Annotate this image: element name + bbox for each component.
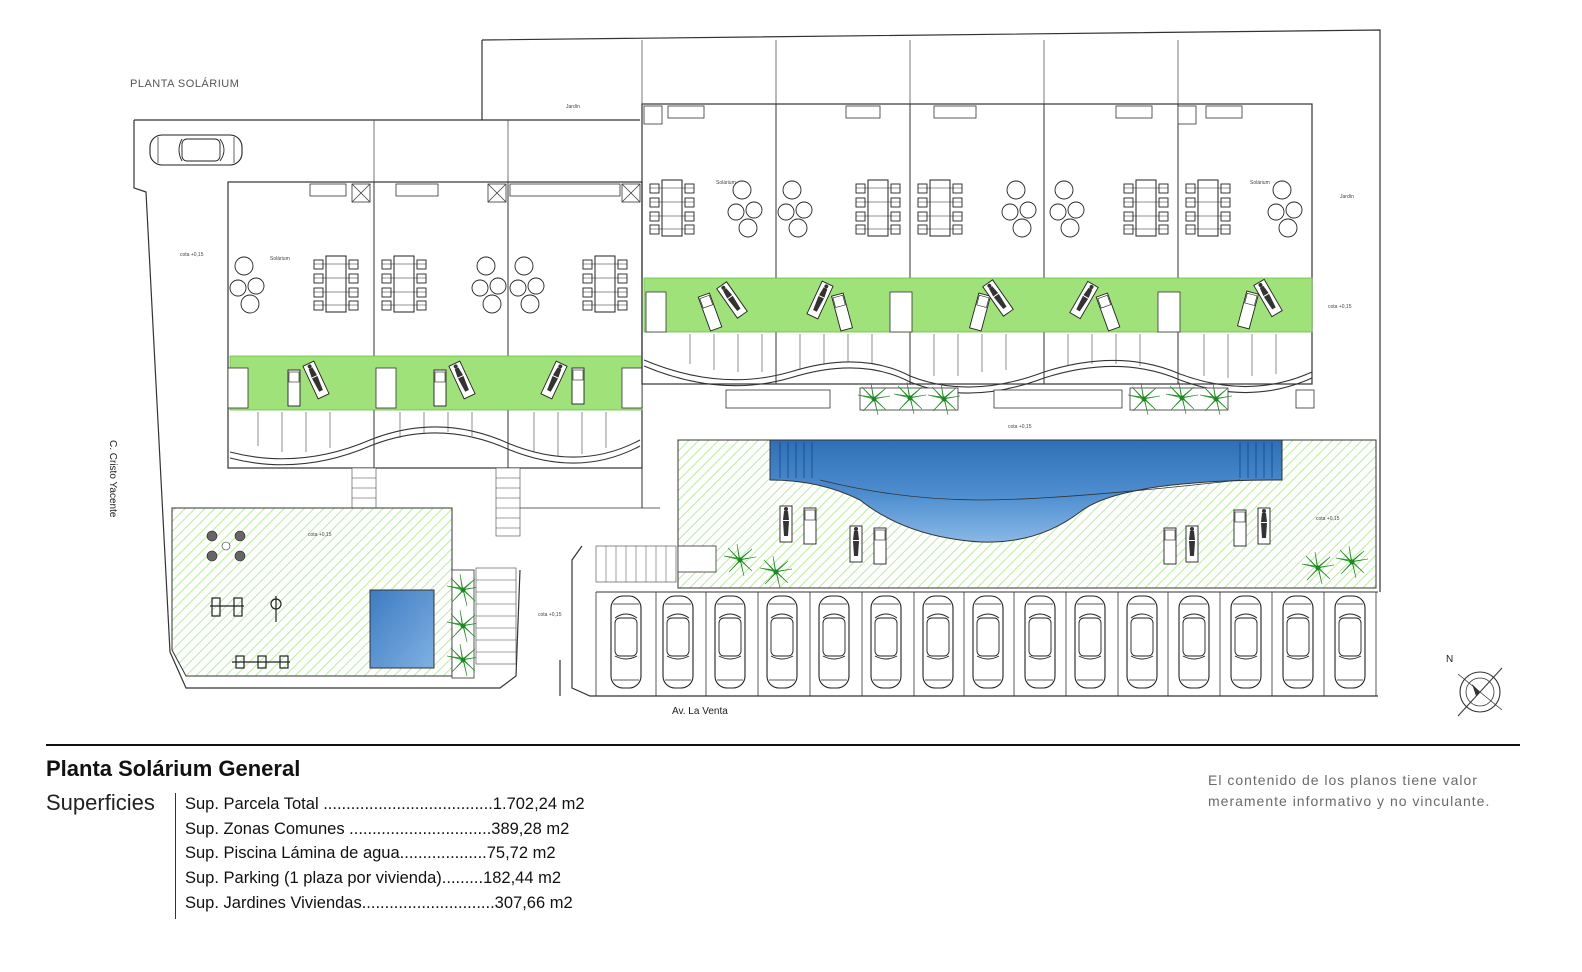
svg-text:cota +0,15: cota +0,15 (1008, 424, 1032, 430)
surface-item: Sup. Piscina Lámina de agua.............… (185, 844, 556, 863)
north-arrow-icon: N (1446, 654, 1503, 717)
disclaimer: El contenido de los planos tiene valor m… (1208, 770, 1490, 812)
west-units (227, 181, 643, 469)
surface-item: Sup. Parking (1 plaza por vivienda).....… (185, 869, 562, 888)
site-plan: Solárium Solárium Solárium Jardín Jardín… (133, 29, 1503, 717)
street-name-south: Av. La Venta (672, 706, 728, 717)
svg-text:Solárium: Solárium (270, 256, 290, 262)
svg-text:Jardín: Jardín (566, 104, 580, 110)
superficies-bracket (175, 793, 176, 919)
plan-label: PLANTA SOLÁRIUM (130, 78, 240, 90)
superficies-label: Superficies (46, 790, 155, 815)
surface-list: Sup. Parcela Total .....................… (185, 792, 585, 916)
svg-text:cota +0,15: cota +0,15 (1316, 516, 1340, 522)
svg-text:Solárium: Solárium (1250, 180, 1270, 186)
east-units (641, 103, 1313, 394)
surface-item: Sup. Jardines Viviendas.................… (185, 893, 573, 912)
svg-text:Solárium: Solárium (716, 180, 736, 186)
surface-item: Sup. Zonas Comunes .....................… (185, 819, 570, 838)
disclaimer-line: meramente informativo y no vinculante. (1208, 793, 1491, 809)
svg-text:Jardín: Jardín (1340, 194, 1354, 200)
svg-text:cota +0,15: cota +0,15 (180, 252, 204, 258)
divider (46, 744, 1520, 746)
street-name-west: C. Cristo Yacente (107, 440, 118, 518)
svg-text:cota +0,15: cota +0,15 (1328, 304, 1352, 310)
legend-title: Planta Solárium General (46, 756, 301, 781)
svg-text:cota +0,15: cota +0,15 (308, 532, 332, 538)
common-pool-area (677, 439, 1377, 589)
disclaimer-line: El contenido de los planos tiene valor (1208, 772, 1478, 788)
svg-text:N: N (1446, 654, 1453, 665)
surface-item: Sup. Parcela Total .....................… (185, 795, 585, 813)
parking (595, 591, 1378, 696)
sw-garden (171, 507, 517, 679)
svg-text:cota +0,15: cota +0,15 (538, 612, 562, 618)
